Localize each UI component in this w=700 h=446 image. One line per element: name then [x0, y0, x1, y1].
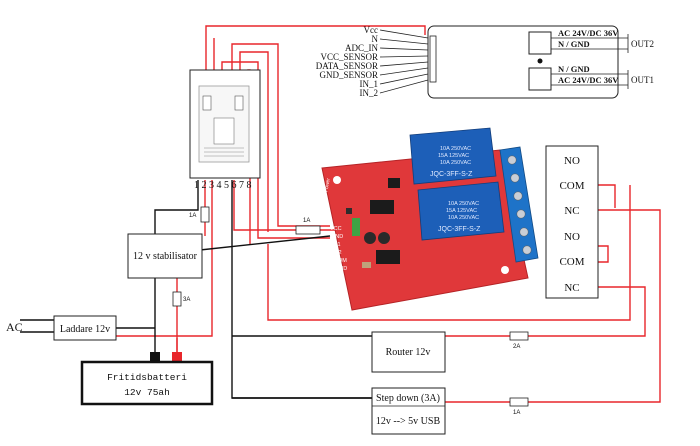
relay-2-rating-3: 10A 250VAC	[448, 215, 479, 221]
pin-label-in1: IN_1	[360, 79, 379, 89]
router-box: Router 12v	[371, 331, 446, 373]
battery-label-line2: 12v 75ah	[124, 387, 170, 398]
battery-label-line1: Fritidsbatteri	[107, 372, 187, 383]
fuse-labels: 1A 1A 3A 2A 1A	[183, 213, 520, 416]
stepdown-label-1: Step down (3A)	[376, 393, 440, 404]
module-connector	[429, 35, 437, 83]
stabilisator-label: 12 v stabilisator	[133, 251, 198, 262]
terminal-com-1: COM	[559, 180, 584, 192]
out2-label: OUT2	[631, 39, 654, 49]
terminal-box-outline	[545, 145, 599, 299]
module-pin-labels: Vcc N ADC_IN VCC_SENSOR DATA_SENSOR GND_…	[316, 25, 379, 98]
stepdown-box: Step down (3A) 12v --> 5v USB	[371, 387, 446, 435]
stabilisator-box: 12 v stabilisator	[127, 233, 203, 279]
relay-module-schematic: AC 24V/DC 36V N / GND N / GND AC 24V/DC …	[427, 25, 654, 99]
terminal-no-2: NO	[564, 231, 580, 243]
controller-relay-2	[234, 95, 244, 111]
board-pin-gnd2: GND	[335, 266, 347, 272]
ac-label: AC	[6, 320, 23, 334]
out1-label: OUT1	[631, 75, 654, 85]
relay-2-rating-2: 15A 125VAC	[446, 208, 477, 214]
terminal-nc-2: NC	[564, 282, 579, 294]
relay-board-pin-labels: VCC GND IN1 IN2 COM GND Power	[323, 177, 347, 272]
fuse-label-5: 1A	[513, 410, 520, 416]
relay-1-model: JQC-3FF-S-Z	[430, 171, 473, 178]
pin-label-vcc-sensor: VCC_SENSOR	[320, 52, 378, 62]
fuse-1a-stepdown	[509, 397, 529, 407]
fuse-1a-board	[295, 225, 321, 235]
relay-1-rating-1: 10A 250VAC	[440, 146, 471, 152]
relay-board: 10A 250VAC 15A 125VAC 10A 250VAC JQC-3FF…	[321, 127, 539, 311]
battery-body	[80, 360, 214, 406]
relay-2-rating-1: 10A 250VAC	[448, 201, 479, 207]
black-wires	[20, 180, 372, 399]
charger-box: AC Laddare 12v	[6, 315, 117, 341]
board-pin-gnd: GND	[331, 234, 343, 240]
router-label: Router 12v	[386, 347, 431, 358]
out2-ac-label: AC 24V/DC 36V	[558, 28, 619, 38]
fuse-1a-controller	[200, 206, 210, 223]
pin-label-vcc: Vcc	[364, 25, 379, 35]
fuse-2a-router	[509, 331, 529, 341]
controller-pin-numbers: 1 2 3 4 5 6 7 8	[194, 180, 252, 191]
out1-terminal-block	[528, 67, 552, 91]
controller-relay-1	[202, 95, 212, 111]
out2-gnd-label: N / GND	[558, 39, 590, 49]
charger-label: Laddare 12v	[60, 324, 110, 335]
board-pin-in1: IN1	[332, 242, 341, 248]
board-pin-vcc: VCC	[330, 226, 342, 232]
stepdown-label-2: 12v --> 5v USB	[376, 416, 441, 427]
fuse-3a-battery	[172, 291, 182, 307]
out1-ac-label: AC 24V/DC 36V	[558, 75, 619, 85]
fuse-label-2: 1A	[303, 218, 310, 224]
controller-board: 1 2 3 4 5 6 7 8	[189, 69, 261, 191]
fuses	[172, 206, 529, 407]
module-mount-hole	[537, 58, 543, 64]
out2-terminal-block	[528, 31, 552, 55]
pin-label-gnd-sensor: GND_SENSOR	[319, 70, 378, 80]
board-power-label: Power	[323, 177, 331, 192]
fuse-label-1: 1A	[189, 213, 196, 219]
controller-chip	[213, 117, 235, 145]
out1-gnd-label: N / GND	[558, 64, 590, 74]
fuse-label-4: 2A	[513, 344, 520, 350]
pin-label-data-sensor: DATA_SENSOR	[316, 61, 378, 71]
pin-label-adc-in: ADC_IN	[345, 43, 378, 53]
terminal-nc-1: NC	[564, 205, 579, 217]
fuse-label-3: 3A	[183, 297, 190, 303]
screw-terminal-block	[499, 146, 539, 263]
terminal-com-2: COM	[559, 256, 584, 268]
terminal-no-1: NO	[564, 155, 580, 167]
battery-negative-terminal	[150, 352, 160, 362]
relay-1: 10A 250VAC 15A 125VAC 10A 250VAC JQC-3FF…	[409, 127, 497, 185]
relay-terminal-box: NO COM NC NO COM NC	[545, 145, 599, 299]
module-pin-leads	[379, 29, 429, 94]
relay-1-rating-2: 15A 125VAC	[438, 153, 469, 159]
board-pin-in2: IN2	[333, 250, 342, 256]
board-components	[346, 178, 400, 268]
pin-label-in2: IN_2	[360, 88, 379, 98]
pin-label-n: N	[372, 34, 379, 44]
battery: Fritidsbatteri 12v 75ah	[80, 352, 214, 406]
board-pin-com: COM	[334, 258, 347, 264]
relay-1-rating-3: 10A 250VAC	[440, 160, 471, 166]
module-outline	[427, 25, 619, 99]
battery-positive-terminal	[172, 352, 182, 362]
relay-2-model: JQC-3FF-S-Z	[438, 226, 481, 233]
relay-2: 10A 250VAC 15A 125VAC 10A 250VAC JQC-3FF…	[417, 181, 505, 241]
